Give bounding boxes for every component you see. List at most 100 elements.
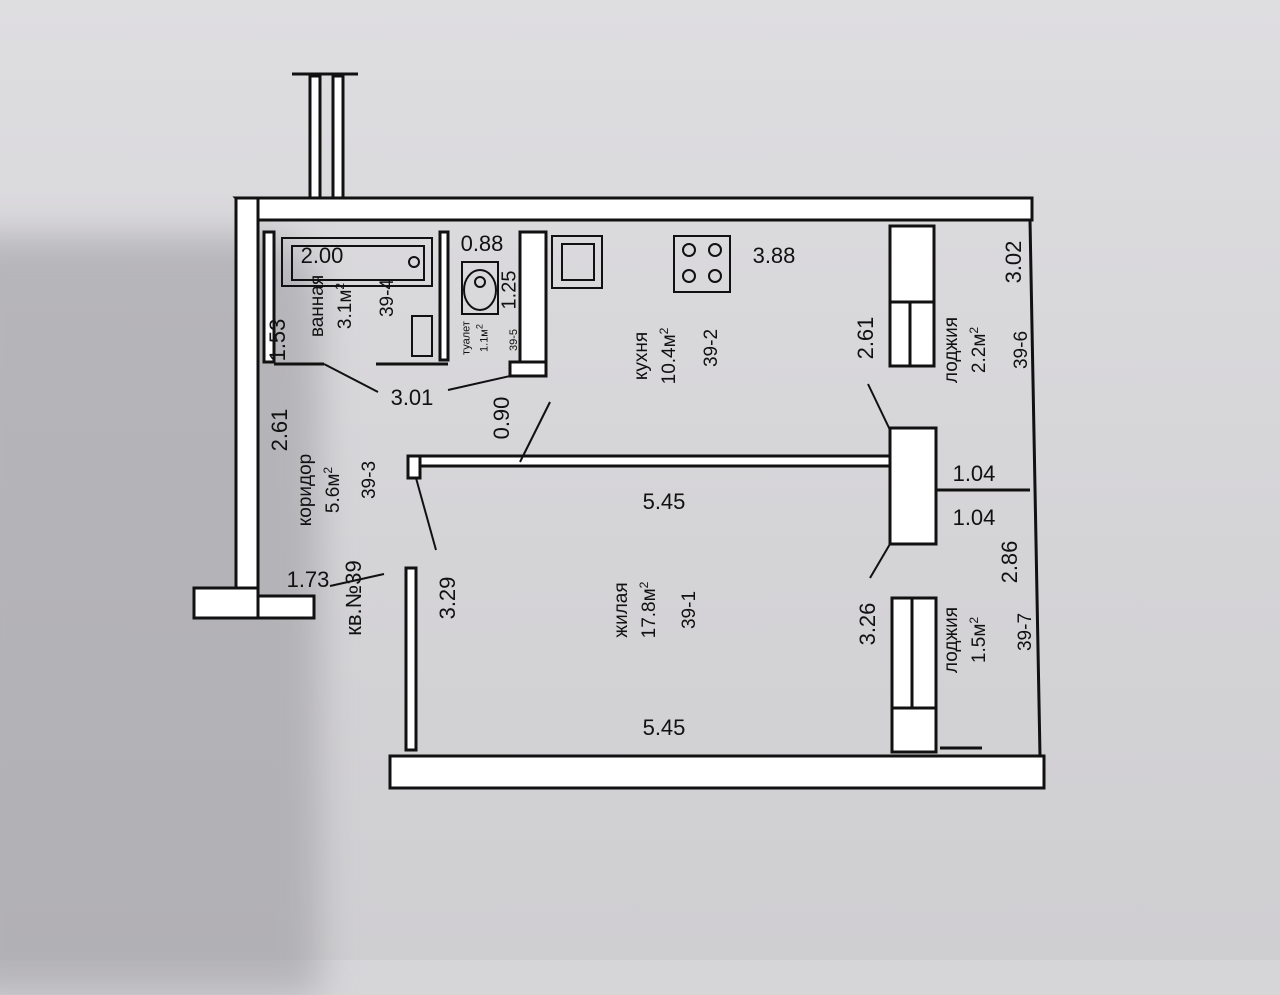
loggia2-code: 39-7: [1015, 612, 1036, 652]
loggia2-area: лоджия 1.5м2: [941, 607, 991, 673]
dim-toilet-length: 1.25: [498, 270, 521, 310]
kitchen-door-leaf: [519, 401, 551, 463]
living-name: жилая: [610, 582, 632, 638]
dim-bath-width: 1.53: [265, 318, 290, 362]
loggia-outer-line: [1028, 219, 1042, 757]
toilet-kitchen-partition: [518, 230, 548, 364]
toilet-area: туалет 1.1м2: [461, 321, 492, 355]
corridor-area: коридор 5.6м2: [295, 454, 345, 527]
toilet-bowl: [463, 269, 497, 311]
bathroom-area-sq: 2: [332, 282, 347, 290]
window-pier: [888, 426, 938, 546]
loggia1-window: [888, 300, 936, 368]
living-door-leaf: [415, 477, 437, 551]
loggia1-area-value: 2.2м: [969, 333, 991, 374]
bath-door-leaf: [323, 363, 379, 393]
toilet-door-leaf: [447, 375, 511, 391]
ventilation-shaft: [292, 72, 358, 202]
loggia1-name: лоджия: [940, 316, 962, 384]
kitchen-area-value: 10.4м: [659, 334, 681, 385]
dim-bath-corridor: 3.01: [390, 385, 434, 410]
dim-pier-top: 1.04: [952, 461, 996, 486]
dim-kitchen-length: 3.88: [752, 243, 796, 268]
bathtub-drain: [408, 256, 420, 268]
toilet-seat: [474, 276, 486, 288]
dim-entry-width: 1.73: [286, 567, 330, 592]
dim-living-right: 3.26: [855, 602, 880, 646]
leader-2-61: [867, 383, 891, 431]
kitchen-sink: [551, 235, 603, 289]
stove-burner-1: [682, 243, 696, 257]
partition-end: [406, 454, 422, 480]
bathtub: [281, 237, 433, 287]
bathtub-inner: [291, 245, 425, 281]
dim-kitchen-width: 2.61: [853, 316, 878, 360]
stove: [673, 235, 731, 293]
corridor-code: 39-3: [359, 460, 380, 500]
corridor-area-value: 5.6м: [323, 473, 345, 514]
toilet-code: 39-5: [508, 328, 520, 352]
loggia1-block: [888, 224, 936, 304]
outer-walls: [192, 196, 1046, 790]
door-lines: [323, 363, 891, 587]
loggia1-area: лоджия 2.2м2: [941, 317, 991, 383]
kitchen-living-partition: [410, 454, 894, 468]
living-code: 39-1: [679, 590, 700, 630]
dim-bath-length: 2.00: [300, 243, 344, 268]
bathroom-code: 39-4: [377, 278, 398, 318]
toilet-door-jamb: [508, 360, 548, 378]
loggia2-name: лоджия: [940, 606, 962, 674]
dim-toilet-width: 0.88: [460, 231, 504, 256]
bath-toilet-partition: [438, 230, 450, 362]
fixtures: [281, 235, 731, 357]
loggia1-code: 39-6: [1011, 330, 1032, 370]
partitions: [262, 224, 1030, 754]
kitchen-code: 39-2: [701, 328, 722, 368]
left-wall: [234, 196, 260, 596]
dim-corridor-length: 2.61: [267, 408, 292, 452]
toilet-area-sq: 2: [474, 324, 485, 330]
dim-kitchen-door: 0.90: [489, 396, 514, 440]
kitchen-area-sq: 2: [656, 327, 671, 335]
loggia2-area-sq: 2: [966, 616, 981, 624]
stove-burner-2: [708, 243, 722, 257]
dim-living-length-top: 5.45: [642, 489, 686, 514]
toilet-tank: [461, 261, 499, 315]
top-wall: [232, 196, 1034, 222]
shaft-wall-left: [308, 74, 322, 202]
loggia2-window: [890, 596, 938, 710]
shaft-wall-right: [331, 74, 345, 202]
entry-jamb: [256, 594, 316, 620]
floor-plan: [192, 72, 1046, 790]
leader-3-26: [869, 543, 891, 579]
entry-door-leaf: [329, 573, 385, 587]
kitchen-sink-basin: [561, 243, 595, 281]
loggia2-block: [890, 706, 938, 754]
dim-loggia2-length: 2.86: [997, 540, 1022, 584]
dim-living-length-bottom: 5.45: [642, 715, 686, 740]
entry-wall: [192, 586, 260, 620]
bathroom-area-value: 3.1м: [335, 289, 357, 330]
loggia2-area-value: 1.5м: [969, 623, 991, 664]
apartment-label: кв.№39: [341, 560, 366, 636]
toilet-area-value: 1.1м: [478, 329, 491, 352]
kitchen-name: кухня: [630, 331, 652, 381]
corridor-name: коридор: [294, 453, 316, 527]
living-left-wall: [404, 566, 418, 752]
corridor-area-sq: 2: [320, 466, 335, 474]
living-area-value: 17.8м: [639, 588, 661, 639]
dim-living-width: 3.29: [435, 576, 460, 620]
stove-burner-3: [682, 269, 696, 283]
bath-left-partition: [262, 230, 276, 364]
dim-pier-bottom: 1.04: [952, 505, 996, 530]
dim-loggia1-length: 3.02: [1001, 240, 1026, 284]
stove-burner-4: [708, 269, 722, 283]
kitchen-area: кухня 10.4м2: [631, 328, 681, 385]
bath-sink: [411, 315, 433, 357]
bottom-wall: [388, 754, 1046, 790]
toilet-name: туалет: [460, 321, 473, 355]
bathroom-area: ванная 3.1м2: [307, 275, 357, 337]
bathroom-name: ванная: [306, 274, 328, 338]
loggia1-area-sq: 2: [966, 326, 981, 334]
